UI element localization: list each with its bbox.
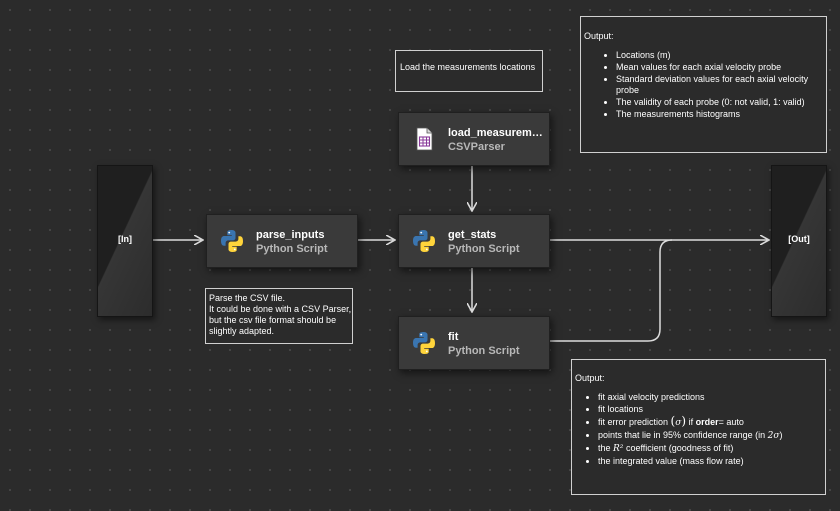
fit-output-item: fit error prediction (σ) if order= auto [598,414,825,429]
r-squared-symbol: R² [613,444,624,454]
paren-close: ) [681,414,687,428]
python-icon [221,230,243,252]
stats-output-item: Locations (m) [616,50,812,61]
stats-output-item: Mean values for each axial velocity prob… [616,62,812,73]
parse-annotation-line1: Parse the CSV file. [209,293,286,303]
stats-output-heading: Output: [584,31,614,41]
stats-output-annotation[interactable]: Output: Locations (m) Mean values for ea… [580,16,827,153]
fit-type: Python Script [448,345,520,357]
fit-output-list: fit axial velocity predictions fit locat… [575,392,825,467]
get-stats-title: get_stats [448,229,497,241]
load-measurements-type: CSVParser [448,141,505,153]
output-port[interactable]: [Out] [771,165,827,317]
fit-output-item-text: fit axial velocity predictions [598,392,705,402]
fit-output-item: points that lie in 95% confidence range … [598,430,825,442]
input-port[interactable]: [In] [97,165,153,317]
fit-output-item-text: points that lie in 95% confidence range … [598,430,766,440]
fit-output-item-text: the [598,443,611,453]
fit-output-item-text: fit locations [598,404,644,414]
load-annotation[interactable]: Load the measurements locations [395,50,543,92]
python-icon [413,332,435,354]
fit-node[interactable]: fit Python Script [398,316,550,370]
paren-open: ( [670,414,676,428]
csv-file-icon [416,127,433,151]
get-stats-type: Python Script [448,243,520,255]
parse-inputs-type: Python Script [256,243,328,255]
load-annotation-text: Load the measurements locations [400,62,536,72]
sigma-symbol: σ [675,418,682,428]
input-port-label: [In] [118,234,132,244]
fit-output-item: the integrated value (mass flow rate) [598,456,825,467]
fit-output-item-text: the integrated value (mass flow rate) [598,456,744,466]
fit-output-item-text: coefficient (goodness of fit) [625,443,734,453]
fit-output-heading: Output: [575,373,605,383]
parse-inputs-node[interactable]: parse_inputs Python Script [206,214,358,268]
wire-fit-to-out[interactable] [549,239,673,342]
load-measurements-node[interactable]: load_measurements CSVParser [398,112,550,166]
order-keyword: order [695,417,719,427]
fit-output-annotation[interactable]: Output: fit axial velocity predictions f… [571,359,826,495]
get-stats-node[interactable]: get_stats Python Script [398,214,550,268]
python-icon [413,230,435,252]
parse-annotation-line2: It could be done with a CSV Parser, but … [209,304,352,336]
fit-title: fit [448,331,459,343]
parse-inputs-title: parse_inputs [256,229,325,241]
output-port-label: [Out] [788,234,810,244]
stats-output-item: The measurements histograms [616,109,812,120]
fit-output-item-text: if [688,417,694,427]
fit-output-item-text: ) [779,430,783,440]
stats-output-item: Standard deviation values for each axial… [616,74,812,96]
fit-output-item: fit locations [598,404,825,415]
fit-output-item: fit axial velocity predictions [598,392,825,403]
input-port-gloss [98,166,152,316]
output-port-gloss [772,166,826,316]
stats-output-item: The validity of each probe (0: not valid… [616,97,812,108]
stats-output-list: Locations (m) Mean values for each axial… [584,50,826,120]
parse-annotation[interactable]: Parse the CSV file. It could be done wit… [205,288,353,344]
two-sigma-symbol: 2σ [767,431,780,441]
fit-output-item: the R² coefficient (goodness of fit) [598,443,825,455]
fit-output-item-text: fit error prediction [598,417,669,427]
load-measurements-title: load_measurements [448,127,544,139]
fit-output-item-text: = auto [718,417,744,427]
